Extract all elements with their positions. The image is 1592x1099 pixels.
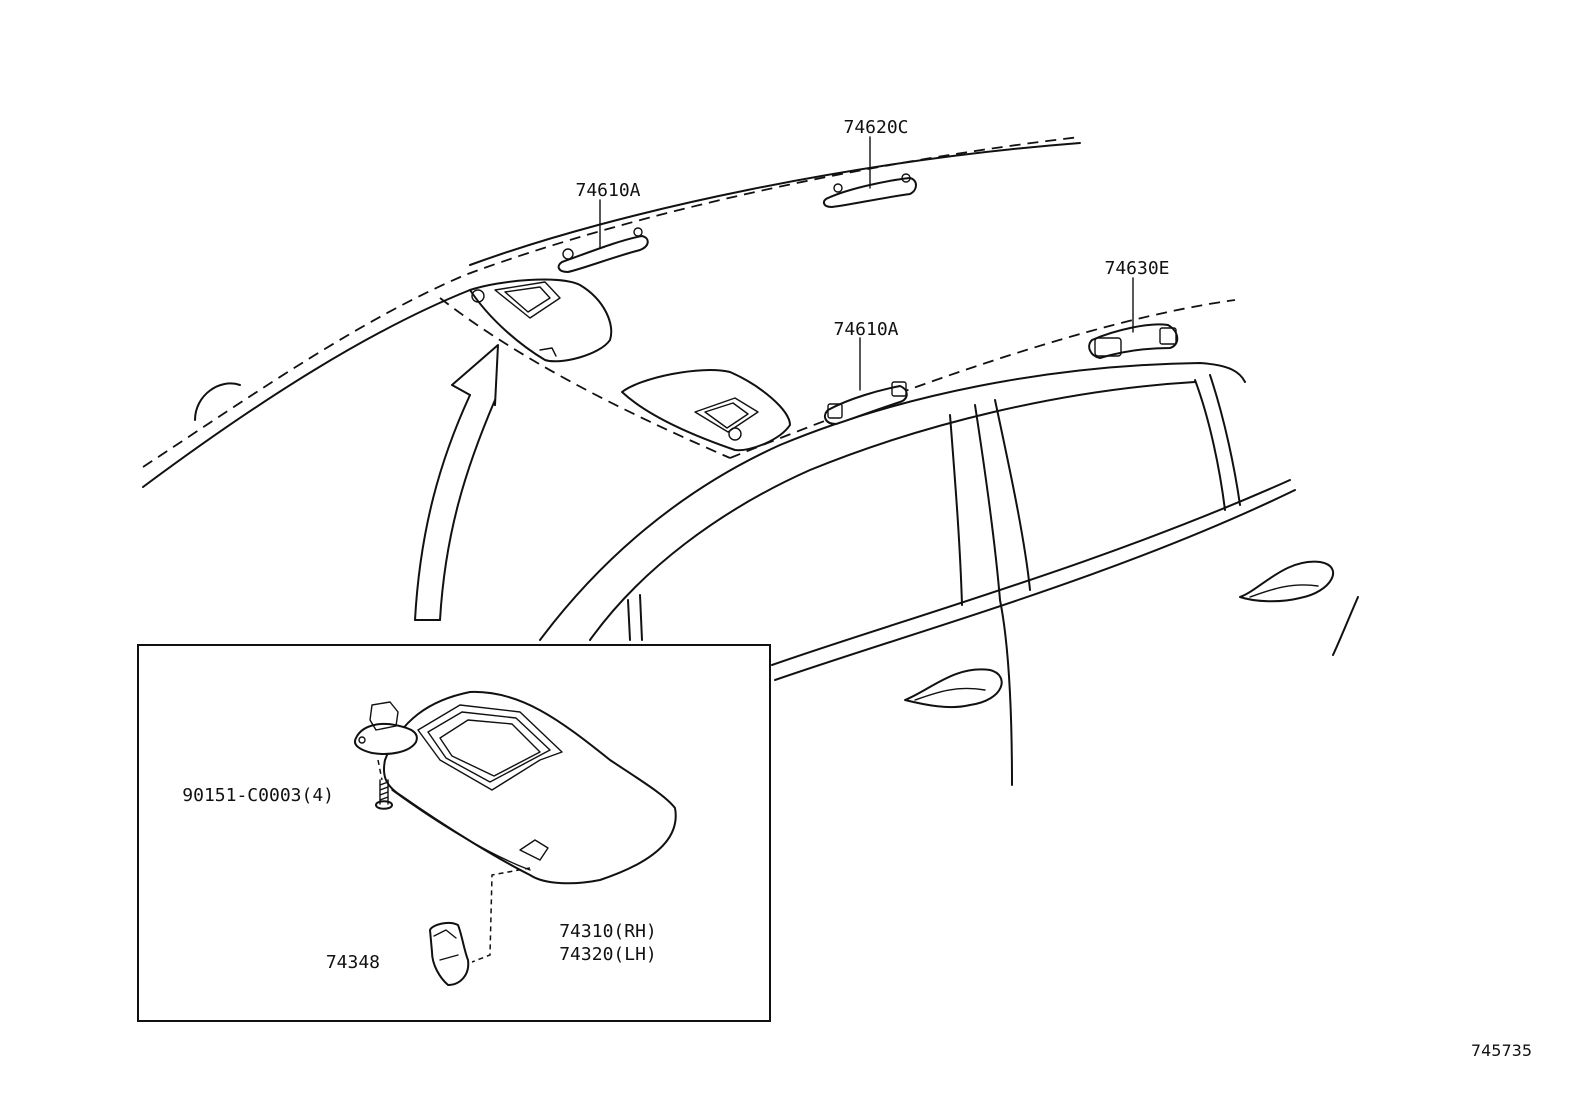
callout-grip-rear-right: 74630E	[1104, 258, 1169, 279]
callout-grip-front-left: 74610A	[575, 180, 640, 201]
callout-visor-rh: 74310(RH)	[559, 921, 657, 942]
assist-grip-front-right	[823, 381, 908, 425]
diagram-id: 745735	[1471, 1041, 1532, 1060]
callout-holder: 74348	[326, 952, 380, 973]
sun-visor-detail	[354, 690, 677, 986]
assist-grip-rear-right	[1088, 323, 1179, 359]
assist-grip-top-center	[822, 173, 917, 208]
callout-grip-top-center: 74620C	[843, 117, 908, 138]
sun-visor-roof-right	[621, 369, 791, 452]
assist-grip-front-left	[557, 227, 649, 273]
callout-grip-front-right: 74610A	[833, 319, 898, 340]
callout-screw: 90151-C0003(4)	[182, 785, 334, 806]
sun-visor-roof-left	[469, 278, 613, 363]
detail-arrow	[414, 344, 499, 621]
car-body-outline	[142, 136, 1359, 786]
callout-visor-lh: 74320(LH)	[559, 944, 657, 965]
